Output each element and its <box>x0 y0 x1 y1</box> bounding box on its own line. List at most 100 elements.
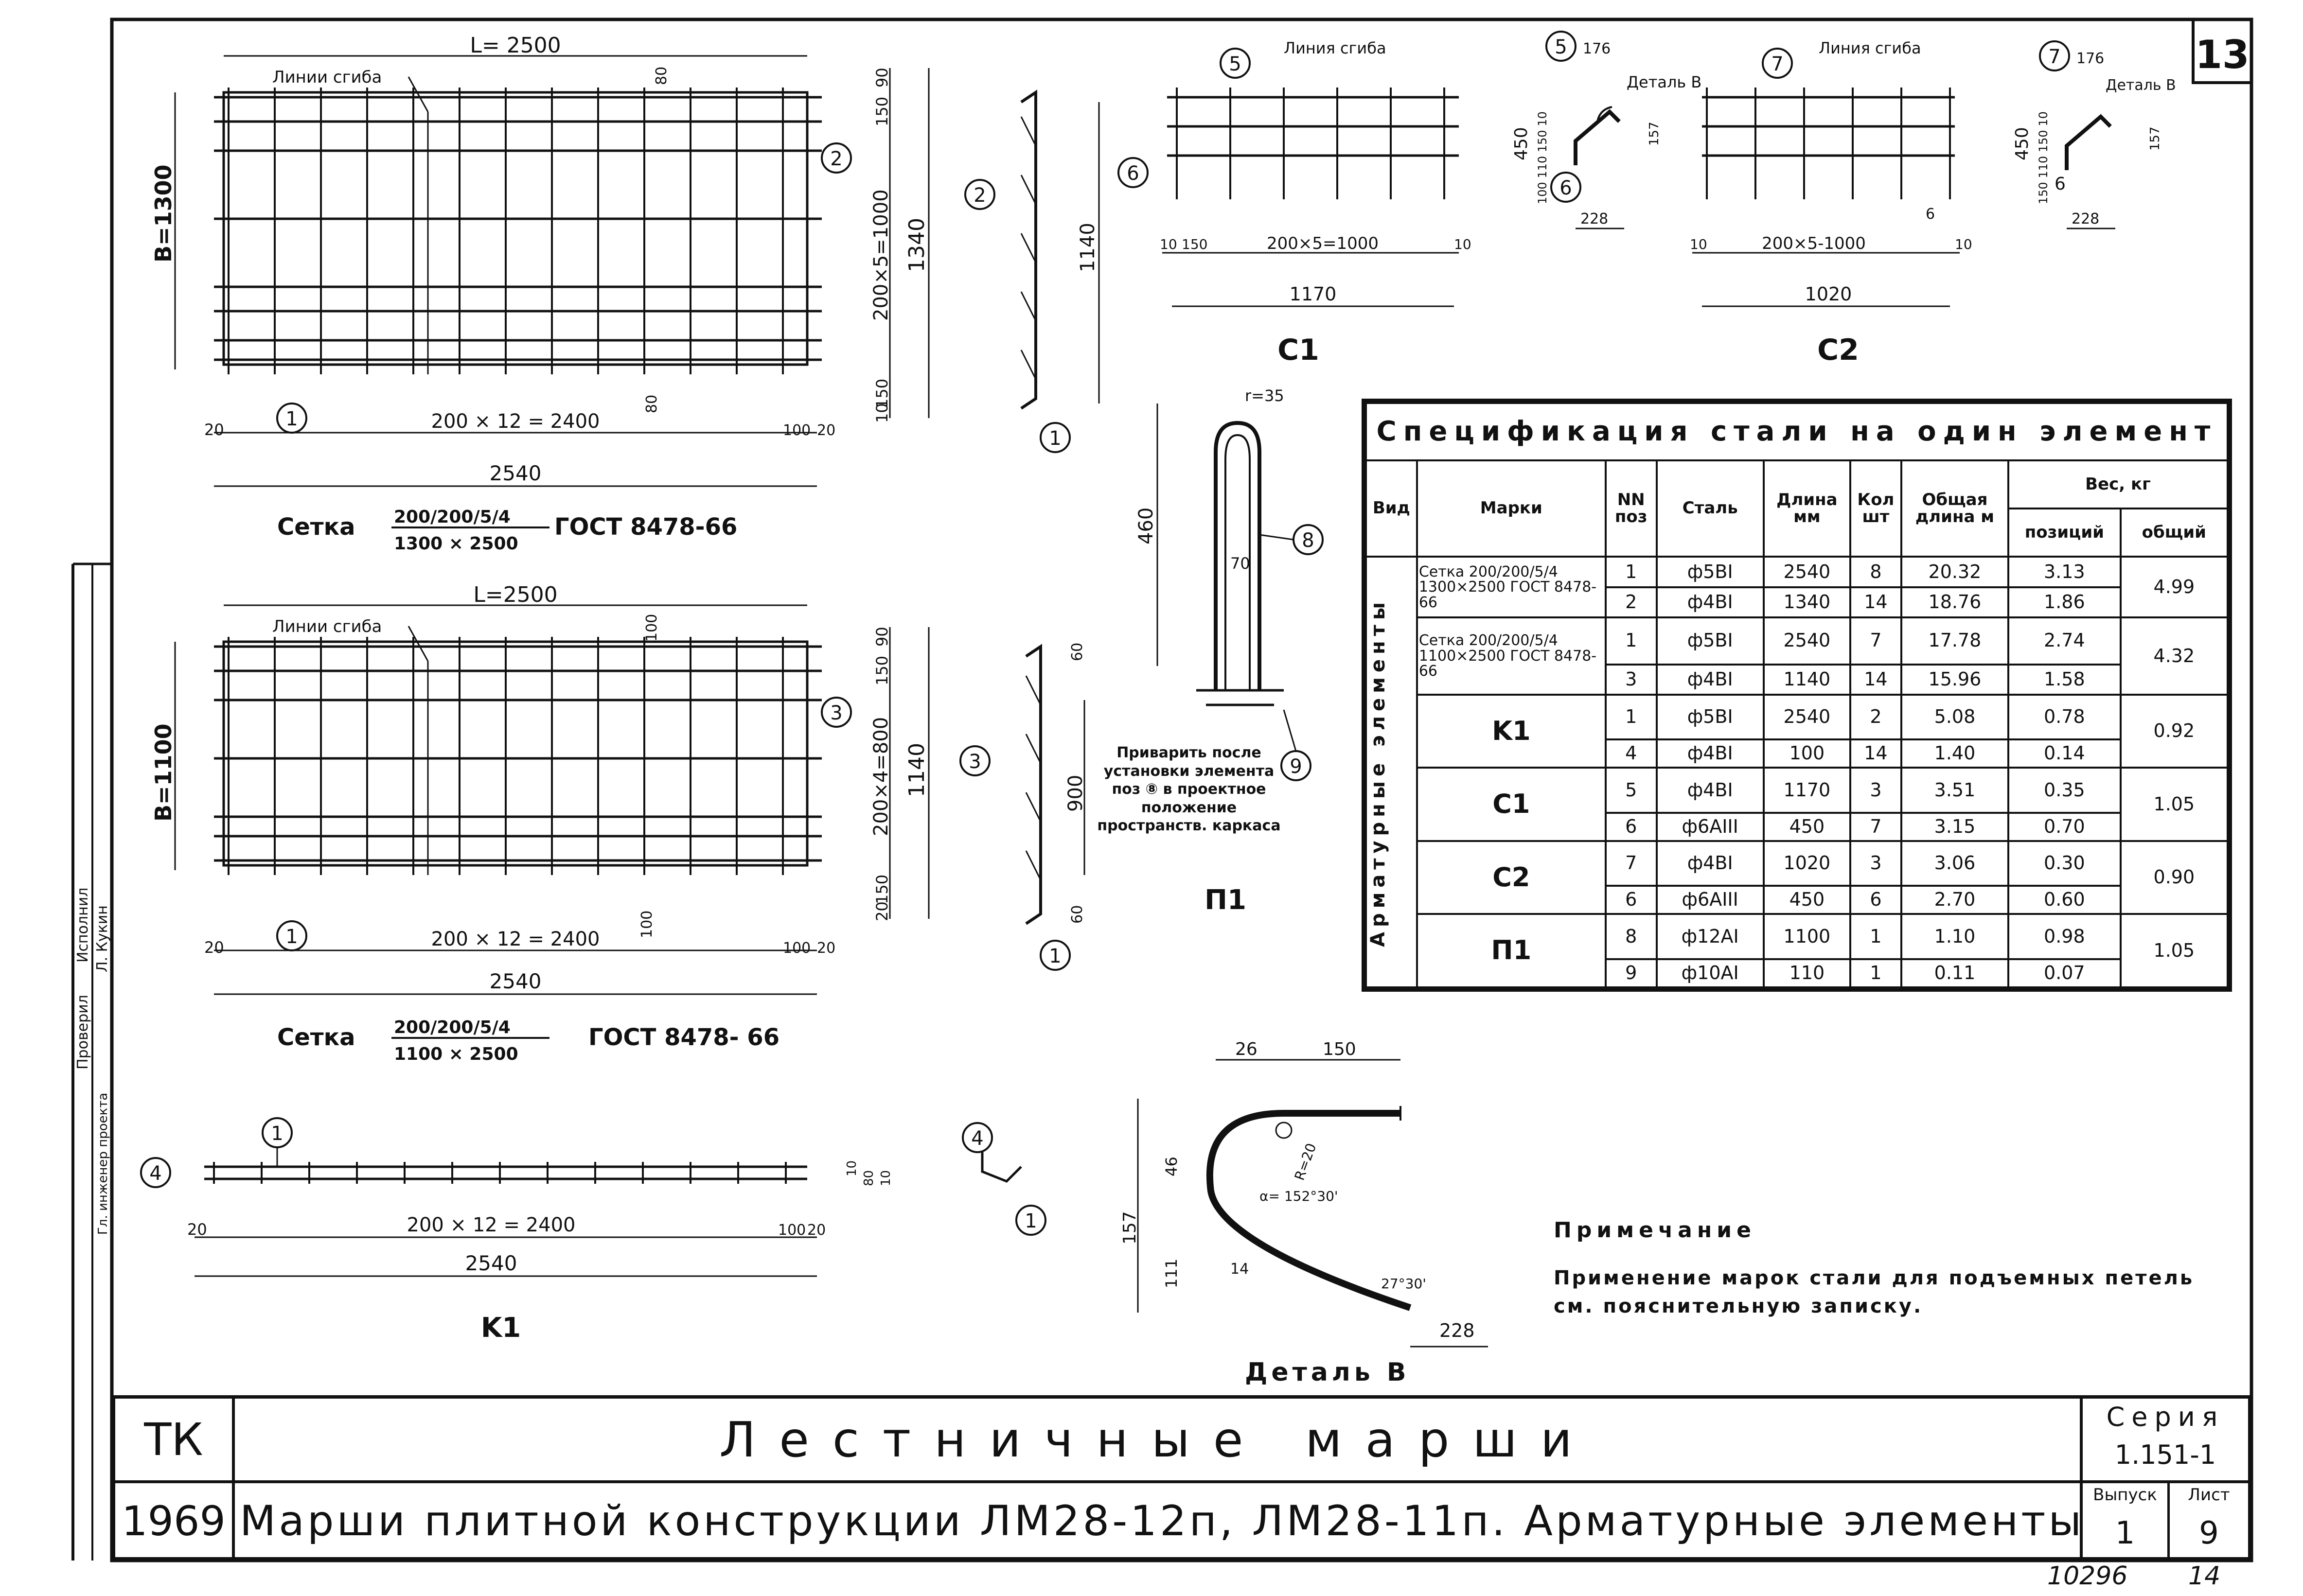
spec-title: Спецификация стали на один элемент <box>1365 402 2229 461</box>
spec-header-qty: Кол шт <box>1849 459 1902 558</box>
k1-dim-left: 20 <box>187 1220 207 1239</box>
k1-dim-right: 100 <box>778 1222 806 1239</box>
mesh1-dim-right: 100 <box>783 422 811 439</box>
loop-p1: 460 r=35 70 8 9 Приварить после установк… <box>1097 386 1324 916</box>
k1-dim-right2: 20 <box>807 1222 826 1239</box>
spec-cell-pos: 8 <box>1604 913 1658 960</box>
spec-cell-qty: 14 <box>1849 663 1902 696</box>
k1-dim-h2: 80 <box>862 1170 876 1186</box>
spec-cell-steel: ф12АI <box>1655 913 1765 960</box>
mesh1-dim-pitch: 200 × 12 = 2400 <box>431 410 600 433</box>
tb-series: 1.151-1 <box>2114 1439 2216 1470</box>
frame-c1: 5 Линия сгиба 6 10 150 200×5=1000 10 117… <box>1117 31 1701 367</box>
spec-cell-steel: ф10АI <box>1655 958 1765 989</box>
k1-dim-h1: 10 <box>845 1160 859 1176</box>
spec-cell-steel: ф5ВI <box>1655 556 1765 588</box>
c1-detail-dim: 176 <box>1583 40 1611 57</box>
mesh1-dim-total: 2540 <box>490 461 542 485</box>
mesh-1100x2500: L=2500 Линии сгиба B=1100 3 1 20 200 × 1… <box>150 582 930 1064</box>
p1-weld-note: Приварить после установки элемента поз ⑧… <box>1097 744 1281 834</box>
detailb-dim-h1: 46 <box>1162 1157 1181 1176</box>
spec-cell-qty: 6 <box>1849 885 1902 915</box>
spec-cell-pos: 2 <box>1604 586 1658 619</box>
c2-detail-ref: Деталь B <box>2106 77 2176 94</box>
c2-label-top: 7 <box>1771 53 1783 75</box>
spec-cell-w: 0.35 <box>2007 767 2122 814</box>
mesh2-caption-den: 1100 × 2500 <box>394 1044 518 1064</box>
spec-cell-w: 1.58 <box>2007 663 2122 696</box>
spec-cell-w: 2.74 <box>2007 616 2122 666</box>
c2-detail-label: 7 <box>2048 46 2060 68</box>
spec-cell-qty: 1 <box>1849 958 1902 989</box>
spec-cell-tlen: 5.08 <box>1900 693 2010 741</box>
k1-caption: K1 <box>481 1312 521 1344</box>
spec-total: 1.05 <box>2119 767 2229 842</box>
mesh2-dim-left: 20 <box>204 938 224 957</box>
k1-dim-pitch: 200 × 12 = 2400 <box>407 1214 576 1236</box>
spec-mark: K1 <box>1416 693 1607 769</box>
spec-cell-pos: 4 <box>1604 738 1658 769</box>
mesh2-dim-B: B=1100 <box>150 723 177 822</box>
c2-fold-line: Линия сгиба <box>1819 39 1921 57</box>
spec-cell-tlen: 20.32 <box>1900 556 2010 588</box>
spec-cell-len: 1340 <box>1762 586 1852 619</box>
spec-cell-tlen: 15.96 <box>1900 663 2010 696</box>
mesh2-caption-gost: ГОСТ 8478- 66 <box>588 1024 779 1051</box>
spec-cell-tlen: 3.06 <box>1900 840 2010 887</box>
tb-issue: 1 <box>2115 1515 2135 1551</box>
p1-dim-w: 70 <box>1230 554 1250 573</box>
spec-cell-len: 2540 <box>1762 556 1852 588</box>
p1-label-top: 8 <box>1302 529 1314 552</box>
c1-detail-right: 157 <box>1647 122 1662 146</box>
spec-cell-w: 0.30 <box>2007 840 2122 887</box>
mesh1-bar-label: 2 <box>830 148 842 170</box>
spec-cell-w: 0.14 <box>2007 738 2122 769</box>
spec-cell-len: 450 <box>1762 885 1852 915</box>
mesh2-dim-100a: 100 <box>643 614 660 642</box>
c2-detail-right: 157 <box>2148 126 2162 151</box>
c2-detail-v: 450 <box>2012 127 2032 160</box>
stamp-checked: Проверил <box>74 995 91 1070</box>
mesh1-caption-den: 1300 × 2500 <box>394 534 518 554</box>
spec-cell-tlen: 1.10 <box>1900 913 2010 960</box>
c1-detail-label2: 6 <box>1559 177 1572 199</box>
mesh2-dim-right2: 20 <box>817 940 835 957</box>
mesh2-dim-pitch: 200 × 12 = 2400 <box>431 928 600 950</box>
mesh1-caption-num: 200/200/5/4 <box>394 507 511 527</box>
tb-sheet: 9 <box>2199 1515 2219 1551</box>
tb-sheet-label: Лист <box>2188 1485 2230 1505</box>
tb-title: Лестничные марши <box>719 1411 1595 1468</box>
spec-cell-pos: 1 <box>1604 616 1658 666</box>
c2-detail-dim: 176 <box>2076 50 2104 67</box>
spec-cell-steel: ф6АIII <box>1655 811 1765 842</box>
tb-issue-label: Выпуск <box>2093 1485 2157 1505</box>
spec-cell-qty: 8 <box>1849 556 1902 588</box>
mesh2-dim-total: 2540 <box>490 969 542 993</box>
k1-bar-label: 4 <box>149 1162 161 1185</box>
detailb-dim-angle2: 27°30' <box>1381 1276 1426 1292</box>
detailb-dim-h-total: 157 <box>1120 1211 1140 1245</box>
spec-cell-pos: 6 <box>1604 885 1658 915</box>
spec-header-w-total: общий <box>2119 508 2229 558</box>
c1-dim-a: 150 <box>1182 236 1207 252</box>
mesh1-dim-L: L= 2500 <box>470 33 561 58</box>
stamp-name: Л. Кукин <box>94 905 111 972</box>
spec-mark: Сетка 200/200/5/4 1100×2500 ГОСТ 8478-66 <box>1416 616 1607 696</box>
c1-detail-ref: Деталь B <box>1627 73 1701 91</box>
section2-label-bottom: 1 <box>1049 427 1061 450</box>
p1-label-bottom: 9 <box>1290 755 1302 778</box>
spec-mark: C1 <box>1416 767 1607 842</box>
spec-cell-steel: ф4ВI <box>1655 663 1765 696</box>
mesh1-dim-v-total: 1340 <box>904 218 929 272</box>
spec-cell-len: 2540 <box>1762 693 1852 741</box>
mesh2-dim-100b: 100 <box>638 911 655 938</box>
spec-header-marks: Марки <box>1416 459 1607 558</box>
mesh2-dim-L: L=2500 <box>473 582 557 607</box>
mesh1-dim-80b: 80 <box>643 395 660 413</box>
spec-cell-pos: 1 <box>1604 556 1658 588</box>
